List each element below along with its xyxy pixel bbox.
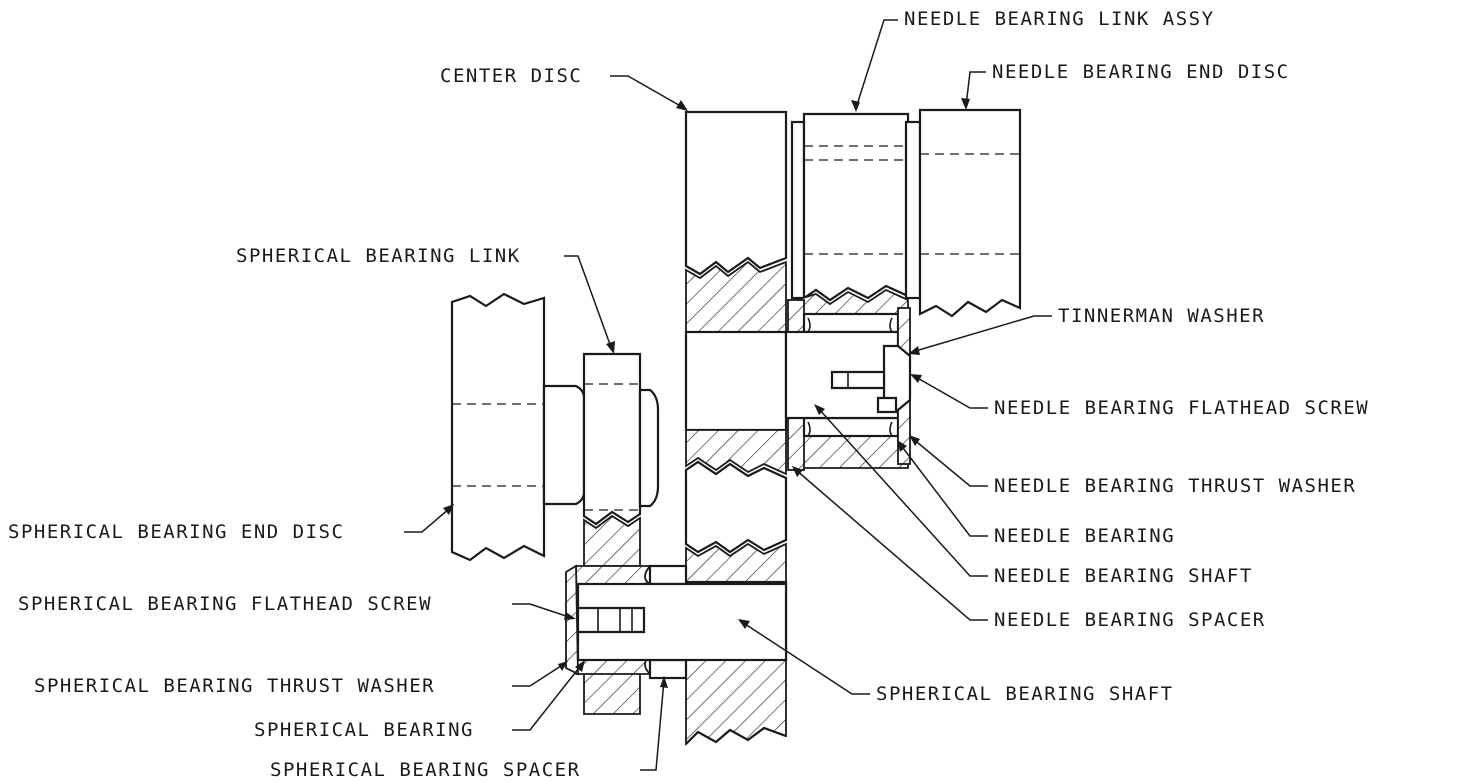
label-tinnerman-washer: TINNERMAN WASHER <box>1058 305 1266 327</box>
label-spherical-bearing-link: SPHERICAL BEARING LINK <box>236 245 521 267</box>
label-spherical-bearing-end-disc: SPHERICAL BEARING END DISC <box>8 521 345 543</box>
label-spherical-bearing-spacer: SPHERICAL BEARING SPACER <box>270 759 581 781</box>
center-disc-part <box>684 110 788 747</box>
label-needle-bearing-thrust-washer: NEEDLE BEARING THRUST WASHER <box>994 475 1357 497</box>
label-spherical-bearing-shaft: SPHERICAL BEARING SHAFT <box>876 683 1174 705</box>
label-needle-bearing-shaft: NEEDLE BEARING SHAFT <box>994 565 1253 587</box>
leader-lines <box>404 19 1052 771</box>
label-needle-bearing-end-disc: NEEDLE BEARING END DISC <box>992 61 1290 83</box>
spherical-bearing-link-part <box>582 352 660 715</box>
label-needle-bearing-link-assy: NEEDLE BEARING LINK ASSY <box>904 8 1215 30</box>
label-spherical-bearing: SPHERICAL BEARING <box>254 719 474 741</box>
label-center-disc: CENTER DISC <box>440 65 583 87</box>
needle-bearing-link-part <box>790 112 922 469</box>
label-spherical-bearing-flathead-screw: SPHERICAL BEARING FLATHEAD SCREW <box>18 593 433 615</box>
needle-bearing-stack-part <box>784 299 912 471</box>
spherical-bearing-stack-part <box>565 564 788 680</box>
label-needle-bearing-spacer: NEEDLE BEARING SPACER <box>994 609 1266 631</box>
needle-bearing-end-disc-part <box>918 108 1022 318</box>
label-spherical-bearing-thrust-washer: SPHERICAL BEARING THRUST WASHER <box>34 675 436 697</box>
label-needle-bearing-flathead-screw: NEEDLE BEARING FLATHEAD SCREW <box>994 397 1370 419</box>
label-needle-bearing: NEEDLE BEARING <box>994 525 1176 547</box>
spherical-bearing-end-disc-part <box>450 292 586 562</box>
